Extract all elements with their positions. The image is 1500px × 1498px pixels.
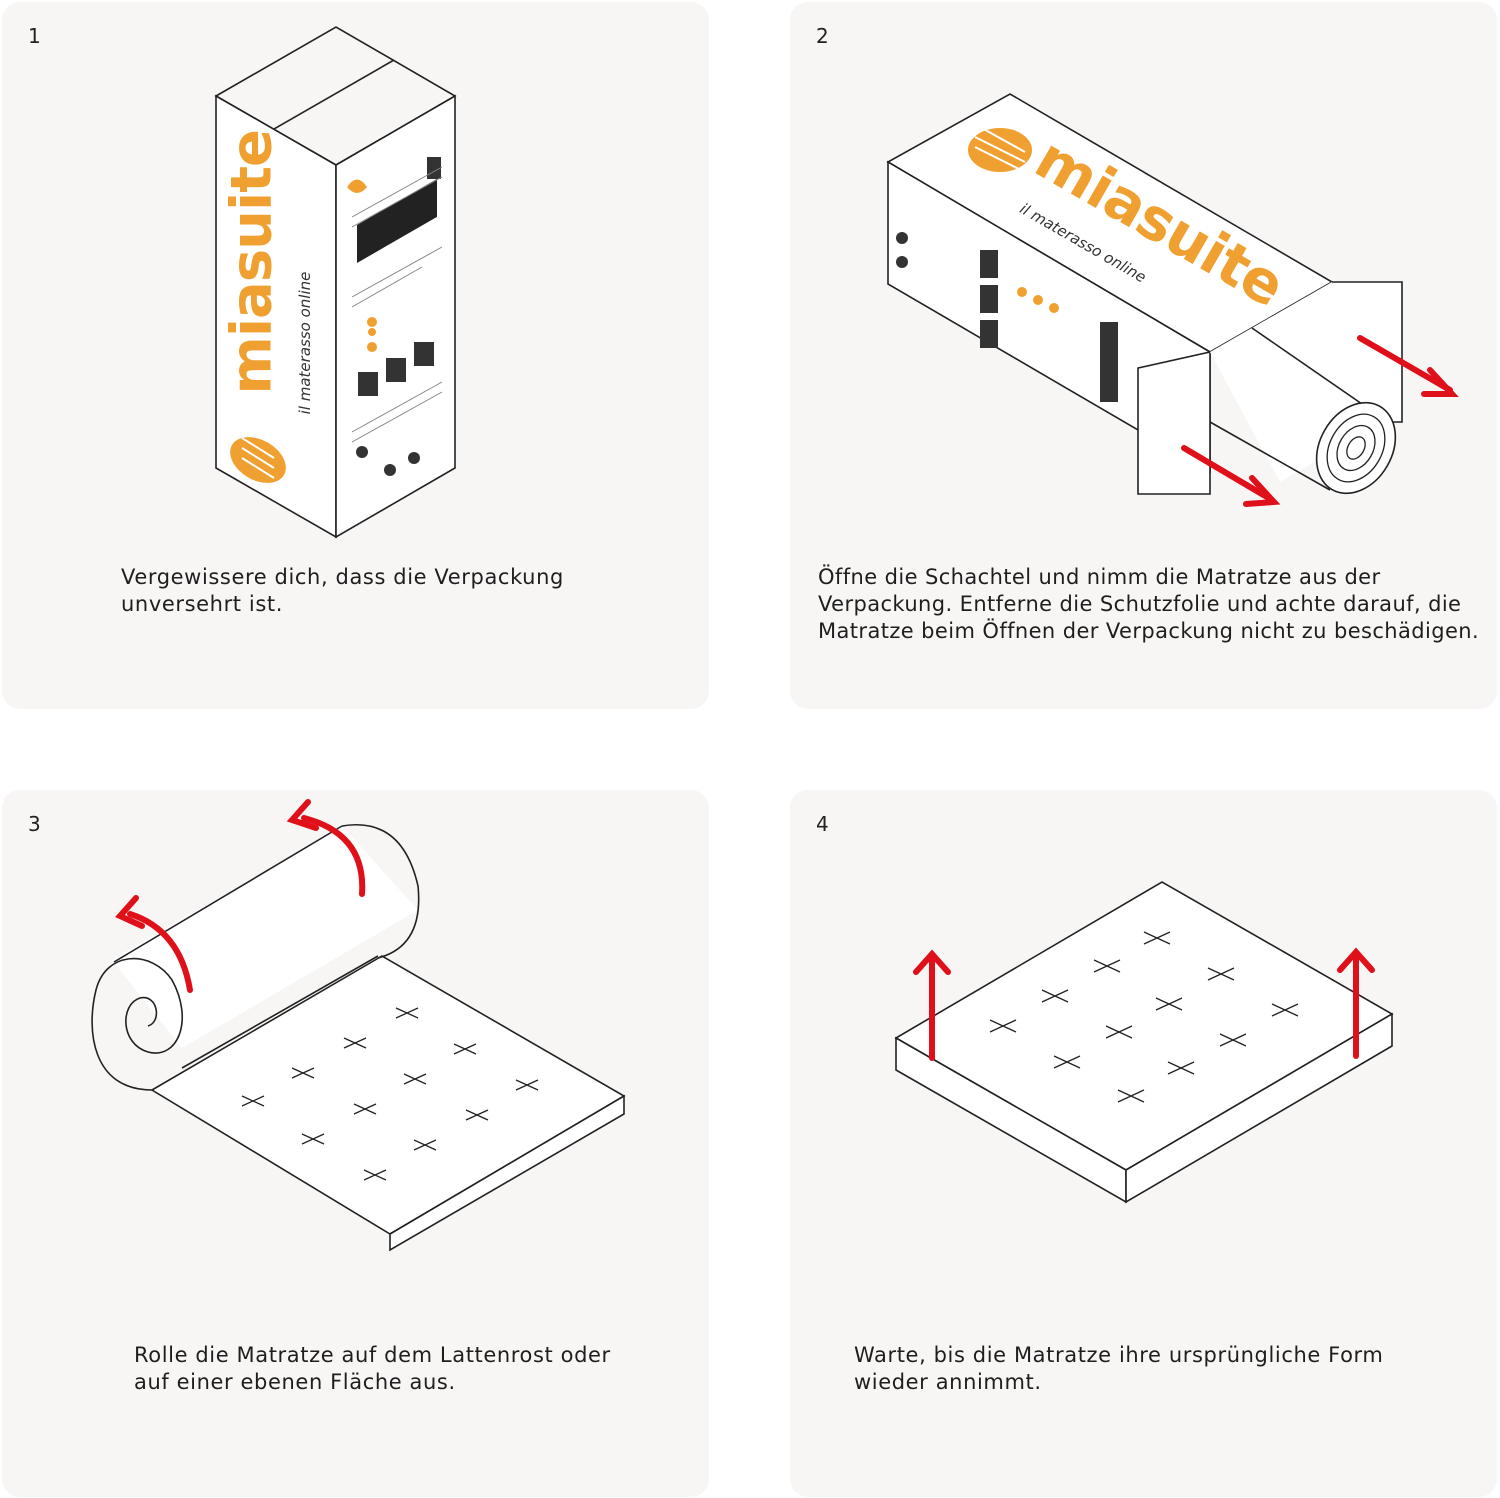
expanded-mattress-illustration [894, 881, 1394, 1204]
mattress-roll-spiral [91, 957, 183, 1091]
box-slogan-text: il materasso online [296, 271, 314, 415]
brand-logo-mark [968, 126, 1032, 173]
step-caption: Rolle die Matratze auf dem Lattenrost od… [134, 1343, 611, 1394]
roll-out-arrows [115, 799, 366, 993]
step-number: 4 [816, 812, 829, 836]
step-number: 3 [28, 812, 41, 836]
brand-logo-mark [230, 437, 286, 483]
step-caption: Vergewissere dich, dass die Verpackung u… [121, 565, 564, 616]
box-brand-text: miasuite [219, 130, 285, 395]
unrolling-mattress-illustration [91, 799, 626, 1252]
pull-out-arrows [1181, 335, 1459, 507]
step-number: 2 [816, 24, 829, 48]
step-caption: Öffne die Schachtel und nimm die Matratz… [818, 565, 1480, 643]
step-panel-2: 2 [790, 2, 1497, 709]
step-panel-4: 4 Warte, bis die Matratze ihre ursprüngl… [790, 790, 1497, 1497]
step-panel-1: 1 miasuite il materasso on [2, 2, 709, 709]
step-number: 1 [28, 24, 41, 48]
step-panel-3: 3 [2, 790, 709, 1497]
tufting-marks [989, 931, 1299, 1103]
mattress-roll-end [1315, 401, 1397, 495]
step-caption: Warte, bis die Matratze ihre ursprünglic… [854, 1343, 1384, 1394]
rise-arrows [913, 947, 1375, 1061]
packaged-box-illustration [214, 26, 457, 539]
opening-box-illustration [886, 93, 1459, 507]
tufting-marks [241, 1007, 539, 1181]
